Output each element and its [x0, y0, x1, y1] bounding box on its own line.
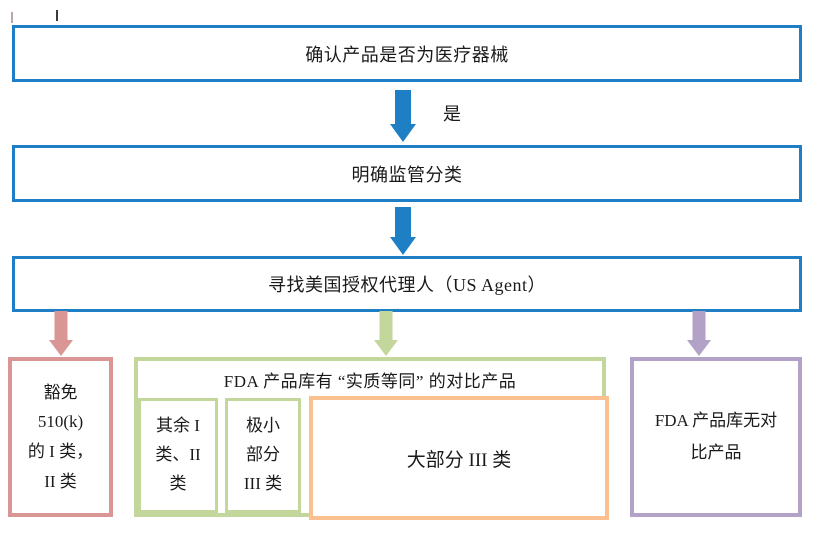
- outcome-exempt-line-2: 510(k): [37, 412, 84, 432]
- arrow-shaft: [54, 311, 68, 341]
- outcome-cell-small-class-3[interactable]: 极小 部分 III 类: [225, 398, 301, 513]
- process-box-regulatory-class[interactable]: 明确监管分类: [12, 145, 802, 202]
- process-box-regulatory-class-label: 明确监管分类: [351, 164, 463, 185]
- process-box-us-agent[interactable]: 寻找美国授权代理人（US Agent）: [12, 256, 802, 312]
- arrow-label-yes: 是: [443, 104, 461, 124]
- outcome-cell-2-line-1: 极小: [246, 416, 280, 436]
- outcome-cell-other-class-1-2[interactable]: 其余 I 类、II 类: [138, 398, 218, 513]
- arrow-to-no-predicate-outcome: [680, 311, 718, 356]
- outcome-box-exempt-510k[interactable]: 豁免 510(k) 的 I 类， II 类: [8, 357, 113, 517]
- outcome-cell-2-line-3: III 类: [243, 473, 283, 493]
- process-box-confirm-device[interactable]: 确认产品是否为医疗器械: [12, 25, 802, 82]
- arrow-step2-to-step3: [382, 207, 424, 255]
- arrow-shaft: [395, 90, 411, 126]
- arrow-head: [687, 340, 711, 356]
- arrow-head: [49, 340, 73, 356]
- outcome-exempt-line-1: 豁免: [43, 382, 78, 402]
- arrow-head: [390, 237, 416, 255]
- arrow-head: [374, 340, 398, 356]
- arrow-shaft: [395, 207, 411, 239]
- top-tick-left: [11, 12, 13, 23]
- process-box-confirm-device-label: 确认产品是否为医疗器械: [305, 44, 509, 65]
- outcome-box-most-class-3[interactable]: 大部分 III 类: [309, 396, 609, 520]
- arrow-shaft: [379, 311, 393, 341]
- outcome-box-no-predicate[interactable]: FDA 产品库无对 比产品: [630, 357, 802, 517]
- arrow-shaft: [692, 311, 706, 341]
- top-tick-right: [56, 10, 58, 21]
- outcome-group-substantial-equivalence-header: FDA 产品库有 “实质等同” 的对比产品: [138, 361, 602, 398]
- outcome-no-predicate-line-2: 比产品: [690, 443, 742, 462]
- arrow-head: [390, 124, 416, 142]
- arrow-step1-to-step2: [382, 90, 424, 142]
- outcome-cell-1-line-2: 类、II: [155, 445, 201, 465]
- outcome-box-most-class-3-label: 大部分 III 类: [406, 449, 512, 471]
- outcome-exempt-line-4: II 类: [44, 471, 77, 491]
- arrow-to-substantial-equivalence-outcome: [367, 311, 405, 356]
- outcome-exempt-line-3: 的 I 类，: [27, 442, 94, 461]
- outcome-no-predicate-line-1: FDA 产品库无对: [654, 410, 778, 430]
- outcome-cell-2-line-2: 部分: [246, 445, 280, 465]
- outcome-group-header-label: FDA 产品库有 “实质等同” 的对比产品: [223, 372, 517, 391]
- outcome-cell-1-line-1: 其余 I: [156, 416, 200, 436]
- process-box-us-agent-label: 寻找美国授权代理人（US Agent）: [267, 275, 546, 295]
- outcome-cell-1-line-3: 类: [169, 473, 187, 493]
- arrow-to-exempt-outcome: [42, 311, 80, 356]
